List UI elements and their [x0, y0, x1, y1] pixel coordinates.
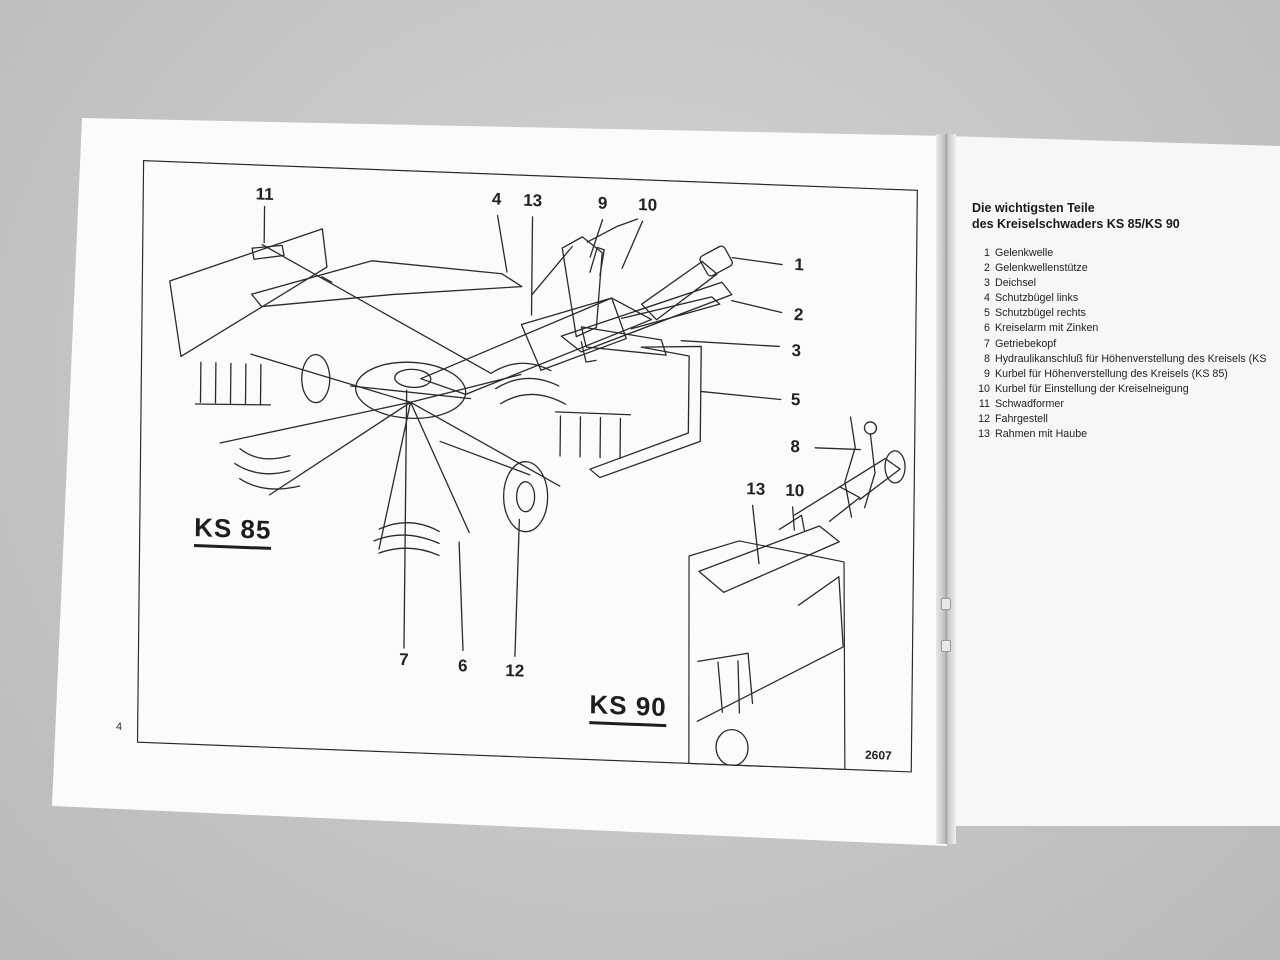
parts-title-line-2: des Kreiselschwaders KS 85/KS 90	[972, 217, 1180, 231]
callout-9: 9	[597, 193, 608, 213]
part-number: 10	[978, 382, 990, 395]
part-number: 8	[984, 352, 990, 365]
callout-5: 5	[790, 389, 801, 410]
left-page	[52, 118, 947, 846]
model-label-ks85: KS 85	[193, 511, 272, 550]
part-label: Schutzbügel links	[995, 292, 1079, 305]
callout-4: 4	[491, 189, 502, 209]
list-item: 7 Getriebekopf	[974, 337, 1280, 352]
part-number: 9	[984, 367, 990, 380]
diagram-frame: 11 4 13 9 10 1 2 3 5 8 13 10 7 6 12 KS 8…	[136, 160, 918, 773]
part-label: Kurbel für Einstellung der Kreiselneigun…	[995, 382, 1189, 395]
list-item: 11 Schwadformer	[974, 397, 1280, 412]
part-number: 1	[984, 247, 990, 259]
callout-13-inset: 13	[746, 479, 766, 499]
list-item: 12 Fahrgestell	[974, 412, 1280, 427]
part-label: Kurbel für Höhenverstellung des Kreisels…	[995, 367, 1228, 380]
part-number: 11	[978, 397, 990, 410]
part-label: Schwadformer	[995, 397, 1064, 410]
part-label: Fahrgestell	[995, 413, 1048, 426]
part-label: Gelenkwellenstütze	[995, 262, 1088, 275]
callout-13: 13	[523, 190, 543, 211]
part-number: 6	[984, 322, 990, 335]
staple-icon	[941, 640, 951, 652]
list-item: 1 Gelenkwelle	[974, 246, 1280, 261]
list-item: 8 Hydraulikanschluß für Höhenverstellung …	[974, 352, 1280, 367]
callout-6: 6	[457, 656, 468, 676]
list-item: 10 Kurbel für Einstellung der Kreiselneig…	[974, 382, 1280, 397]
callout-7: 7	[399, 649, 409, 670]
part-label: Kreiselarm mit Zinken	[995, 322, 1099, 335]
part-number: 7	[984, 337, 990, 350]
part-label: Rahmen mit Haube	[995, 428, 1088, 441]
part-label: Getriebekopf	[995, 337, 1057, 350]
list-item: 13 Rahmen mit Haube	[974, 427, 1280, 442]
callout-10-inset: 10	[785, 480, 805, 501]
part-label: Gelenkwelle	[995, 247, 1054, 259]
list-item: 6 Kreiselarm mit Zinken	[974, 321, 1280, 336]
part-label: Schutzbügel rechts	[995, 307, 1086, 320]
book-gutter	[936, 134, 956, 844]
page-number: 4	[116, 721, 123, 733]
rake-line-drawing	[136, 160, 918, 773]
callout-12: 12	[505, 660, 525, 681]
callout-8: 8	[790, 436, 801, 457]
callout-1: 1	[794, 255, 804, 275]
staple-icon	[941, 598, 951, 610]
part-number: 2	[984, 262, 990, 275]
part-number: 5	[984, 307, 990, 320]
part-number: 12	[978, 413, 990, 426]
list-item: 9 Kurbel für Höhenverstellung des Kreisel…	[974, 367, 1280, 382]
callout-11: 11	[255, 184, 274, 205]
part-number: 3	[984, 277, 990, 290]
list-item: 3 Deichsel	[974, 276, 1280, 291]
parts-list-title: Die wichtigsten Teile des Kreiselschwade…	[972, 200, 1280, 232]
callout-3: 3	[791, 340, 802, 361]
part-label: Deichsel	[995, 277, 1036, 290]
parts-title-line-1: Die wichtigsten Teile	[972, 201, 1095, 215]
list-item: 4 Schutzbügel links	[974, 291, 1280, 306]
part-label: Hydraulikanschluß für Höhenverstellung d…	[995, 352, 1267, 365]
list-item: 2 Gelenkwellenstütze	[974, 261, 1280, 276]
callout-2: 2	[793, 305, 804, 325]
figure-number: 2607	[864, 747, 892, 763]
list-item: 5 Schutzbügel rechts	[974, 306, 1280, 321]
model-label-ks90: KS 90	[589, 689, 667, 728]
callout-10: 10	[638, 195, 658, 215]
right-page	[947, 136, 1280, 826]
part-number: 4	[984, 292, 990, 305]
part-number: 13	[978, 428, 990, 441]
parts-list: 1 Gelenkwelle 2 Gelenkwellenstütze 3 Deichs…	[974, 246, 1280, 442]
